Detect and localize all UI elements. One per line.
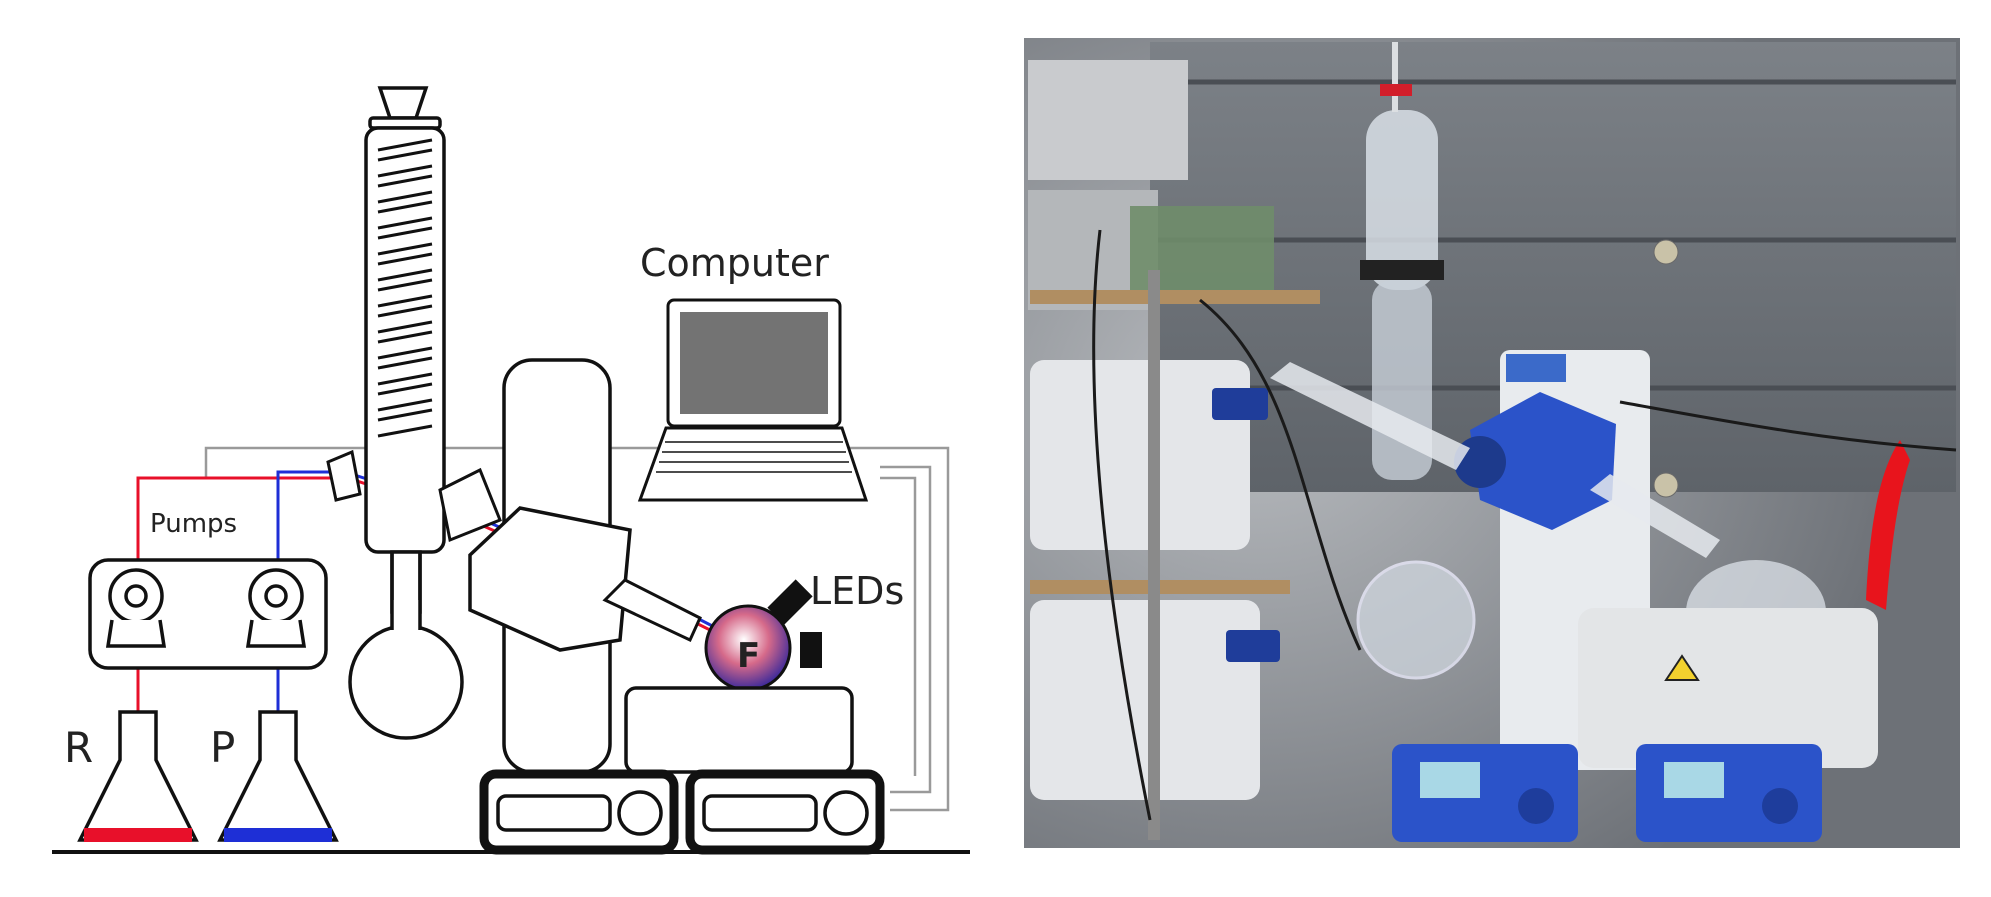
rotation-motor: [468, 506, 632, 652]
flask-label: F: [737, 636, 760, 676]
photo-red-tubing: [1866, 440, 1910, 610]
pump-reagent-icon: [105, 568, 167, 648]
control-wires: [204, 446, 950, 812]
condenser-column: [348, 86, 464, 740]
led-upper-icon: [767, 579, 813, 625]
inlet-adaptor: [326, 449, 362, 502]
lab-photograph: [1024, 38, 1960, 848]
photo-heating-bath: [1578, 608, 1878, 768]
flask-product: [217, 710, 339, 842]
rotation-shaft: [602, 578, 702, 643]
reagent-label: R: [64, 723, 93, 772]
vapour-duct: [438, 467, 502, 543]
photo-pump-upper: [1030, 360, 1250, 550]
led-lower-icon: [800, 632, 822, 668]
heating-bath: [624, 686, 854, 774]
upper-shelf: [1030, 290, 1320, 304]
product-label: P: [210, 723, 235, 772]
photo-stirrer-right: [1636, 744, 1822, 842]
pump-product-icon: [245, 568, 307, 648]
flask-reagent: [77, 710, 199, 842]
schematic-diagram: F LEDs Com: [52, 86, 970, 855]
computer-laptop: [637, 298, 869, 502]
hotplate-right: [685, 769, 885, 855]
hotplate-left: [479, 769, 679, 855]
photo-pump-lower: [1030, 600, 1260, 800]
photo-stirrer-left: [1392, 744, 1578, 842]
pumps-label: Pumps: [150, 509, 237, 539]
leds-label: LEDs: [810, 569, 904, 613]
computer-label: Computer: [640, 241, 829, 285]
